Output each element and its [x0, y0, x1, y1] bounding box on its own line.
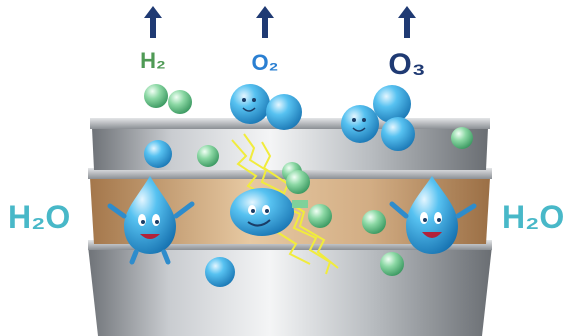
up-arrow-icon-o2 — [256, 6, 274, 38]
o3-label: O₃ — [388, 48, 425, 81]
hydrogen-bubbles — [144, 84, 473, 276]
up-arrow-icon-h2 — [144, 6, 162, 38]
water-label-left: H₂O — [8, 199, 70, 235]
o2-label: O₂ — [252, 50, 279, 75]
water-label-right: H₂O — [502, 199, 564, 235]
up-arrow-icon-o3 — [398, 6, 416, 38]
bubble-faces — [242, 98, 366, 132]
h2-label: H₂ — [140, 48, 166, 73]
water-droplet-mascot-icon-right — [389, 176, 477, 254]
water-droplet-mascot-icon-left — [107, 176, 195, 265]
oxygen-bubbles — [144, 84, 415, 287]
water-molecule-mascot-icon — [230, 170, 332, 236]
